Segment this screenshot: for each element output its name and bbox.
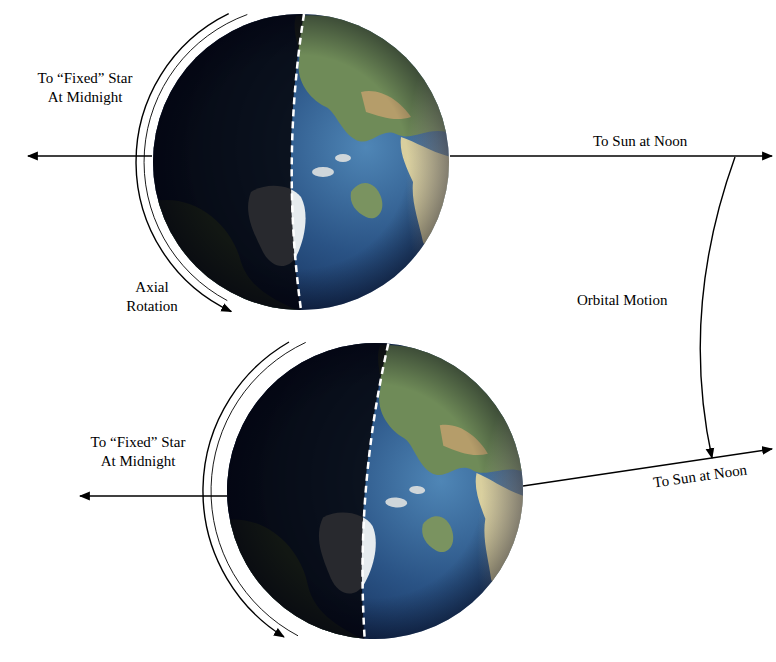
orbital-motion-label: Orbital Motion (577, 291, 667, 310)
sun-direction-label: To Sun at Noon (593, 132, 687, 151)
orbital-motion-arrow (700, 157, 735, 458)
earth-globe (141, 12, 451, 312)
star-direction-arrow (28, 155, 152, 156)
rotation-guide-line (211, 342, 306, 635)
rotation-guide-line (144, 15, 247, 301)
star-direction-label: To “Fixed” Star At Midnight (30, 69, 140, 107)
sun-direction-arrow (450, 155, 772, 156)
star-direction-label: To “Fixed” Star At Midnight (83, 433, 193, 471)
earth-globe (205, 330, 535, 651)
star-direction-arrow (80, 495, 227, 496)
rotation-label: Axial Rotation (117, 278, 187, 316)
